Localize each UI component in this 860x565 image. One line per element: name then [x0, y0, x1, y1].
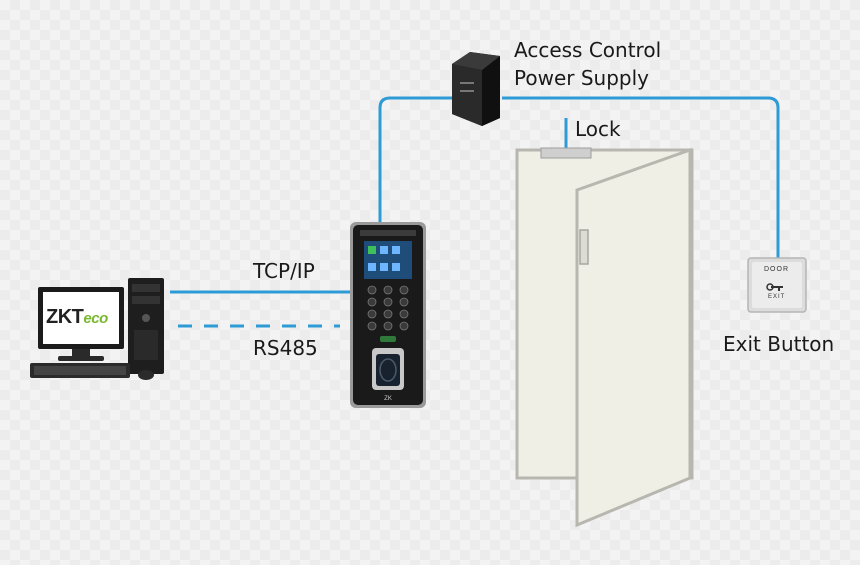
cables [170, 96, 780, 328]
zkteco-logo: ZKTeco [46, 306, 108, 329]
power-to-reader-cable [378, 96, 452, 225]
power-supply-label: Access Control Power Supply [514, 36, 661, 92]
power-to-exit-button-cable [502, 96, 780, 258]
reader-keypad [367, 285, 409, 331]
door-leaf [575, 147, 692, 528]
power-supply-label-line1: Access Control [514, 38, 662, 62]
logo-zk: ZKT [46, 306, 84, 328]
power-supply-label-line2: Power Supply [514, 66, 649, 90]
exit-button-label: Exit Button [723, 332, 835, 356]
power-supply-icon [452, 52, 500, 126]
reader-device-icon: ZK [350, 222, 426, 408]
tcp-ip-label: TCP/IP [253, 259, 315, 283]
svg-text:ZK: ZK [384, 396, 392, 402]
door [515, 147, 694, 528]
computer-icon [30, 278, 164, 380]
lock-icon [540, 147, 592, 159]
lock-label: Lock [575, 117, 621, 141]
exit-button-face-top: DOOR [764, 266, 789, 273]
logo-eco: eco [83, 310, 108, 327]
exit-button-icon [747, 257, 807, 313]
exit-button-face-bottom: EXIT [768, 294, 786, 300]
door-handle [579, 229, 589, 265]
rs485-label: RS485 [253, 336, 318, 360]
mouse [138, 370, 154, 380]
